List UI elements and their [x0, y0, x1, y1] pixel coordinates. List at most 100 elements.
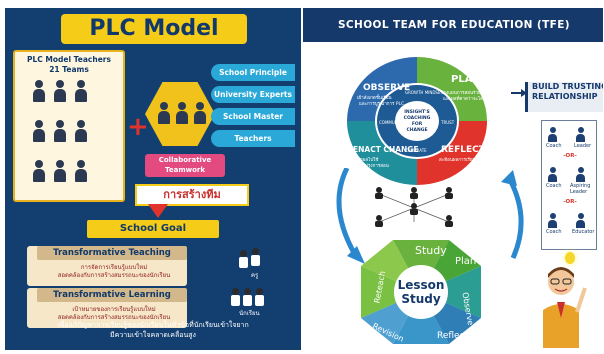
coach-icon-body — [548, 220, 557, 228]
tfe-title: SCHOOL TEAM FOR EDUCATION (TFE) — [337, 19, 571, 31]
role-coach: Coach — [546, 143, 562, 149]
person-icon — [192, 102, 208, 124]
arrow-to-trust-icon — [511, 89, 527, 97]
center-line3: FOR — [412, 121, 423, 127]
goal-desc-line2: สอดคล้องกับการสร้างสมรรถนะของนักเรียน — [57, 314, 171, 321]
aspiring-leader-icon-body — [576, 174, 585, 182]
leader-icon — [578, 127, 584, 133]
cycle-sub-plan: วางแผนการสอนร่วมกัน — [441, 90, 487, 96]
goal-card-teaching: Transformative Teaching การจัดการเรียนรู… — [27, 246, 187, 286]
role-coach: Coach — [546, 229, 562, 235]
stakeholder-teachers: Teachers — [211, 130, 295, 147]
cycle-label-plan: PLAN — [451, 74, 481, 85]
bottom-caption-line2: มีความเข้าใจคลาดเคลื่อนสูง — [110, 331, 196, 339]
person-icon — [31, 120, 47, 142]
plc-model-panel: PLC Model PLC Model Teachers 21 Teams — [5, 8, 301, 350]
lesson-label-plan: Plan — [455, 256, 476, 267]
inner-label-community: COMMUNITY — [379, 120, 404, 125]
coach-icon — [550, 127, 556, 133]
cycle-sub-reflect: สะท้อนผลการเรียน — [439, 157, 476, 163]
cycle-arrows — [336, 168, 524, 264]
trust-line1: BUILD TRUSTING — [532, 82, 603, 91]
lesson-label-study: Study — [415, 244, 447, 257]
coaching-roles-box: Coach Leader -OR- Coach Aspiring Leader … — [541, 120, 597, 250]
educator-icon — [578, 213, 584, 219]
role-educator: Educator — [572, 229, 595, 235]
bottom-caption: เพื่อแก้ปัญหาการเรียนรู้ของนักเรียนในหัว… — [5, 320, 301, 348]
teacher-figure-icon — [251, 248, 260, 266]
bottom-caption-line1: เพื่อแก้ปัญหาการเรียนรู้ของนักเรียนในหัว… — [57, 321, 249, 329]
right-curved-arrow — [506, 176, 524, 260]
teachers-label-line1: PLC Model Teachers — [27, 55, 111, 64]
inner-label-trust: TRUST — [440, 120, 455, 125]
goal-desc-line2: สอดคล้องกับการสร้างสมรรถนะของนักเรียน — [57, 272, 171, 279]
collaborative-teamwork-label: Collaborative Teamwork — [145, 154, 225, 177]
lesson-center-line2: Study — [401, 292, 441, 306]
student-figure-label: นักเรียน — [239, 310, 260, 317]
person-icon — [156, 102, 172, 124]
tfe-panel: SCHOOL TEAM FOR EDUCATION (TFE) OBSERVE … — [303, 8, 603, 350]
coach-icon-body — [548, 134, 557, 142]
trust-line2: RELATIONSHIP — [532, 92, 598, 101]
person-icon — [174, 102, 190, 124]
goal-desc-line1: เป้าหมายของการเรียนรู้แบบใหม่ — [72, 306, 156, 313]
cycle-center — [395, 101, 439, 141]
role-leader: Leader — [574, 143, 592, 149]
inner-label-growth-mindset: GROWTH MINDSET — [405, 90, 443, 95]
coach-icon — [550, 167, 556, 173]
coach-icon-body — [548, 174, 557, 182]
collaboration-hexagon — [145, 82, 215, 146]
person-icon — [52, 80, 68, 102]
plus-icon: + — [127, 112, 149, 142]
person-icon — [73, 120, 89, 142]
collaborative-line1: Collaborative — [158, 156, 212, 164]
goal-description: เป้าหมายของการเรียนรู้แบบใหม่ สอดคล้องกั… — [39, 306, 189, 322]
cycle-sub-observe-2: และการบูรณาการ PLC — [359, 101, 404, 107]
cycle-sub-observe: เฝ้าสังเกตชั้นเรียน — [357, 94, 392, 101]
down-arrow-icon — [148, 204, 168, 218]
student-figure-icon — [255, 288, 264, 306]
lesson-segment-observe — [421, 266, 481, 318]
teachers-label-line2: 21 Teams — [49, 65, 89, 74]
inner-label-calibrate: CALIBRATE — [405, 148, 427, 153]
build-trusting-relationship: BUILD TRUSTING RELATIONSHIP — [525, 82, 603, 112]
student-figures: นักเรียน — [225, 288, 285, 320]
role-aspiring-leader: Aspiring Leader — [570, 183, 591, 195]
person-icon — [31, 160, 47, 182]
person-icon — [73, 160, 89, 182]
stakeholder-school-master: School Master — [211, 108, 295, 125]
right-arrowhead-icon — [501, 170, 517, 186]
teacher-figure-label: ครู — [251, 272, 259, 279]
goal-title: Transformative Learning — [37, 288, 187, 302]
tfe-header — [303, 8, 603, 42]
lesson-label-reflect: Reflect — [437, 331, 469, 341]
role-coach: Coach — [546, 183, 562, 189]
teacher-icon-row — [31, 160, 89, 182]
coach-icon — [550, 213, 556, 219]
plc-model-title: PLC Model — [61, 14, 247, 44]
lesson-center-line1: Lesson — [398, 278, 445, 292]
cycle-label-enact-change: ENACT CHANGE — [353, 145, 419, 154]
cycle-sub-enact-2: ปรับปรุงการสอน — [357, 163, 389, 169]
aspiring-leader-icon — [578, 167, 584, 173]
left-arrowhead-icon — [347, 246, 365, 264]
or-divider: -OR- — [563, 153, 577, 159]
cycle-sub-plan-2: และผลที่คาดว่าจะได้ — [443, 95, 483, 102]
teacher-cartoon-icon — [543, 267, 587, 348]
collaboration-icon-row — [156, 102, 208, 124]
stakeholder-school-principle: School Principle — [211, 64, 295, 81]
center-line2: COACHING — [404, 115, 431, 121]
team-building-label: การสร้างทีม — [135, 184, 249, 206]
or-divider: -OR- — [563, 199, 577, 205]
teacher-figure-icon — [239, 250, 248, 268]
student-figure-icon — [243, 288, 252, 306]
educator-icon-body — [576, 220, 585, 228]
teacher-icon-row — [31, 80, 89, 102]
teachers-group-box: PLC Model Teachers 21 Teams — [13, 50, 125, 202]
people-network-icon — [375, 187, 453, 227]
cycle-label-observe: OBSERVE — [363, 83, 410, 93]
goal-desc-line1: การจัดการเรียนรู้แบบใหม่ — [80, 264, 148, 271]
lesson-center-disc — [394, 265, 448, 319]
leader-icon-body — [576, 134, 585, 142]
